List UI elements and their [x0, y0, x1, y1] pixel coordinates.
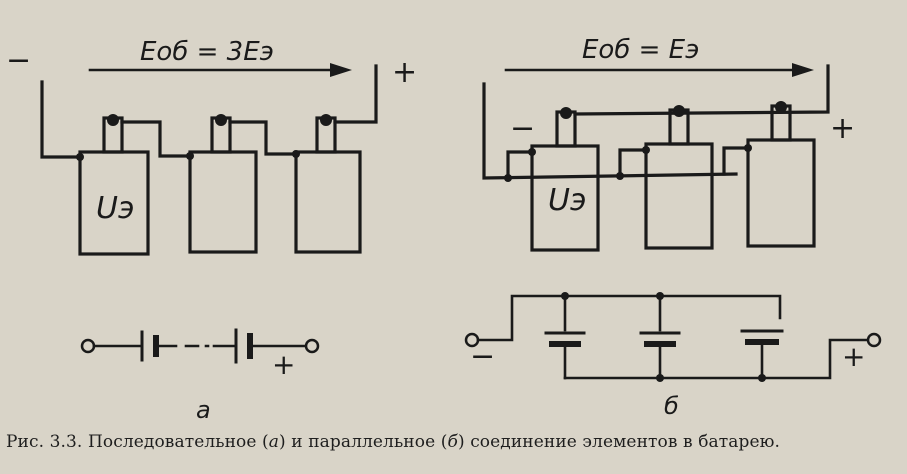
label-a: а	[196, 396, 211, 424]
terminal-right-parallel	[866, 332, 882, 348]
emf-label-series: Eоб = 3Eэ	[140, 37, 274, 67]
minus-sign-series: −	[6, 43, 31, 78]
link-2-3	[228, 120, 298, 156]
minus-sign-parallel: −	[510, 111, 535, 146]
terminal-right-series	[304, 338, 320, 354]
junction	[561, 292, 569, 300]
junction	[528, 148, 536, 156]
neg-drop-3	[722, 146, 750, 176]
series-diagram: Eоб = 3Eэ − + Uэ	[6, 37, 417, 424]
parallel-diagram: Eоб = Eэ − + Uэ	[464, 35, 882, 420]
junction	[744, 144, 752, 152]
emf-label-parallel: Eоб = Eэ	[582, 35, 699, 65]
junction	[758, 374, 766, 382]
cell-p3-body	[746, 138, 816, 248]
cell-2-body	[188, 150, 258, 254]
plus-sign-series-schematic: +	[272, 348, 295, 381]
positive-lead-series	[333, 64, 378, 124]
top-bus-schematic	[476, 294, 782, 342]
junction	[616, 172, 624, 180]
caption-middle: ) и параллельное (	[279, 432, 448, 452]
terminal-left-series	[80, 338, 96, 354]
cell-p2-body	[644, 142, 714, 250]
junction	[76, 153, 84, 161]
cell-voltage-label-parallel: Uэ	[548, 183, 586, 218]
caption-suffix: ) соединение элементов в батарею.	[457, 432, 781, 452]
junction	[656, 292, 664, 300]
plus-sign-series: +	[392, 55, 417, 90]
caption-prefix: Рис. 3.3. Последовательное (	[6, 432, 269, 452]
caption-a: а	[268, 432, 280, 452]
neg-drop-1	[506, 150, 534, 180]
plus-sign-parallel: +	[830, 111, 855, 146]
cell-2-terminal-cap	[215, 114, 227, 126]
junction	[186, 152, 194, 160]
cell-3-body	[294, 150, 362, 254]
junction	[656, 374, 664, 382]
junction	[292, 150, 300, 158]
positive-bus-parallel	[573, 64, 830, 116]
cell-p2-terminal-cap	[673, 105, 685, 117]
negative-lead-series	[40, 80, 82, 159]
cell-p1-terminal-cap	[560, 107, 572, 119]
label-b: б	[664, 392, 679, 420]
junction	[642, 146, 650, 154]
link-1-2	[120, 120, 192, 158]
figure-caption: Рис. 3.3. Последовательное (а) и паралле…	[6, 432, 904, 452]
cell-voltage-label-series: Uэ	[96, 191, 134, 226]
junction	[504, 174, 512, 182]
cell-p3-terminal-cap	[775, 101, 787, 113]
cell-3-terminal-cap	[320, 114, 332, 126]
cell-1-terminal-cap	[107, 114, 119, 126]
bottom-bus-schematic	[563, 338, 870, 380]
caption-b: б	[447, 432, 458, 452]
minus-sign-parallel-schematic: −	[470, 339, 495, 374]
plus-sign-parallel-schematic: +	[842, 340, 865, 373]
emf-arrowhead-parallel	[792, 63, 814, 77]
emf-arrowhead-series	[330, 63, 352, 77]
negative-bus-parallel	[482, 82, 738, 180]
neg-drop-2	[618, 148, 648, 178]
